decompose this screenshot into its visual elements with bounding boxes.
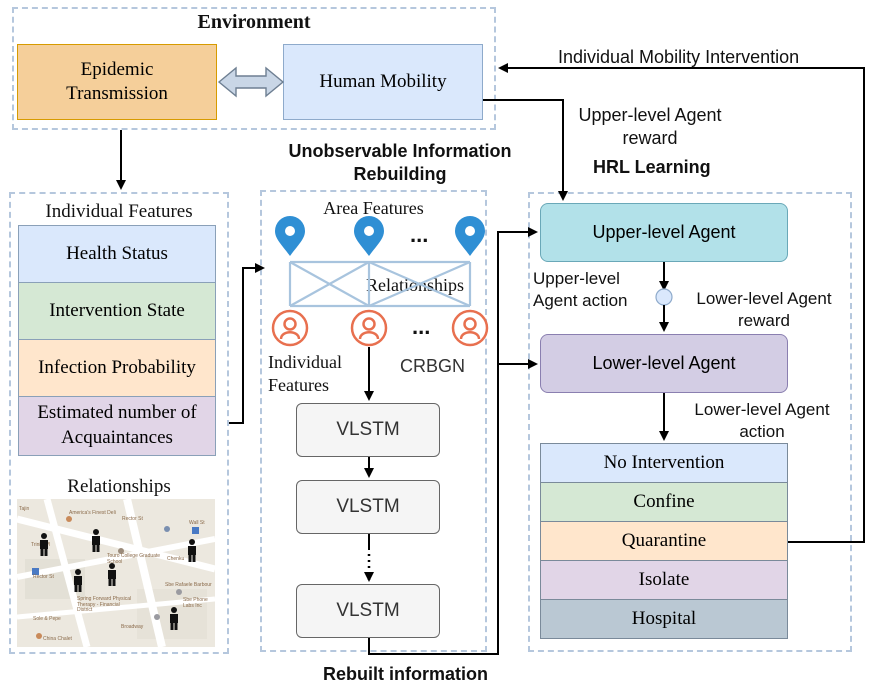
map-label: Sbe Rafaele Barbour <box>165 582 212 588</box>
vlstm-label-3: VLSTM <box>336 600 400 621</box>
person-silhouette-icon <box>92 529 100 552</box>
map-label: Broadway <box>121 624 144 630</box>
person-silhouette-icon <box>108 563 116 586</box>
vlstm-label-1: VLSTM <box>336 419 400 440</box>
bidirectional-arrow <box>217 66 285 98</box>
crbgn-links <box>288 260 472 308</box>
lower-level-agent-label: Lower-level Agent <box>592 353 736 373</box>
upper-action-label: Upper-level Agent action <box>533 269 628 311</box>
rebuilt-to-agents-line <box>368 227 538 655</box>
map-label: Wall St <box>189 520 205 526</box>
person-silhouette-icon <box>40 533 48 556</box>
lower-action-label: Lower-level Agent action <box>694 400 830 442</box>
environment-container <box>12 7 496 130</box>
area-features-label: Area Features <box>323 198 424 218</box>
upper-reward-label: Upper-level Agent reward <box>578 105 722 149</box>
vlstm-label-2: VLSTM <box>336 496 400 517</box>
individual-features-container <box>9 192 229 654</box>
unobservable-title: Unobservable Information Rebuilding <box>288 141 512 185</box>
map-people <box>17 499 215 647</box>
lower-level-agent-box: Lower-level Agent <box>540 334 788 393</box>
person-icons <box>271 309 489 347</box>
unobservable-container <box>260 190 487 652</box>
person-ellipsis: ... <box>412 314 431 339</box>
location-pin-icons <box>275 216 485 256</box>
map-label: Rector St <box>33 574 54 580</box>
human-mobility-label: Human Mobility <box>319 71 447 92</box>
upper-level-agent-box: Upper-level Agent <box>540 203 788 262</box>
individual-features-node-label: Individual Features <box>268 352 342 395</box>
feature-row: Intervention State <box>18 282 216 340</box>
features-to-crbgn-arrow <box>229 263 265 424</box>
reward-join-node <box>655 288 673 306</box>
vlstm-box-1: VLSTM <box>296 403 440 457</box>
map-label: Tajin <box>19 506 30 512</box>
map-label: Chenku <box>167 556 185 562</box>
individual-features-title: Individual Features <box>45 201 193 222</box>
reward-to-upper-agent-arrow <box>483 99 568 201</box>
action-row: Isolate <box>540 560 788 600</box>
hrl-title: HRL Learning <box>593 157 711 177</box>
map-label: Touro College Graduate School <box>107 553 161 565</box>
action-row: Hospital <box>540 599 788 639</box>
epidemic-transmission-label: Epidemic Transmission <box>66 59 168 104</box>
map-label: America's Finest Deli <box>69 510 116 516</box>
environment-title: Environment <box>197 11 311 33</box>
person-silhouette-icon <box>188 539 196 562</box>
crbgn-label: CRBGN <box>400 356 466 376</box>
relationships-map-title: Relationships <box>67 476 171 497</box>
action-row: No Intervention <box>540 443 788 483</box>
vlstm-box-3: VLSTM <box>296 584 440 638</box>
intervention-label: Individual Mobility Intervention <box>558 47 800 67</box>
rebuilt-information-label: Rebuilt information <box>323 664 488 684</box>
map-label: Spring Forward Physical Therapy - Financ… <box>77 596 132 613</box>
lower-reward-label: Lower-level Agent reward <box>696 289 832 331</box>
person-silhouette-icon <box>170 607 178 630</box>
map-label: Sbe Phone Labs Inc <box>183 597 208 609</box>
intervention-feedback-arrow <box>498 63 865 543</box>
map-label: Sole & Pepe <box>33 616 61 622</box>
pin-ellipsis: ... <box>410 222 429 247</box>
vlstm-box-2: VLSTM <box>296 480 440 534</box>
upper-level-agent-label: Upper-level Agent <box>592 222 736 242</box>
hrl-container <box>528 192 852 652</box>
map-label: Rector St <box>122 516 143 522</box>
map-drawing <box>17 499 215 647</box>
human-mobility-box: Human Mobility <box>283 44 483 120</box>
person-silhouette-icon <box>74 569 82 592</box>
epidemic-transmission-box: Epidemic Transmission <box>17 44 217 120</box>
feature-row: Infection Probability <box>18 339 216 397</box>
map-label: China Chalet <box>43 636 72 642</box>
feature-row: Estimated number of Acquaintances <box>18 396 216 456</box>
